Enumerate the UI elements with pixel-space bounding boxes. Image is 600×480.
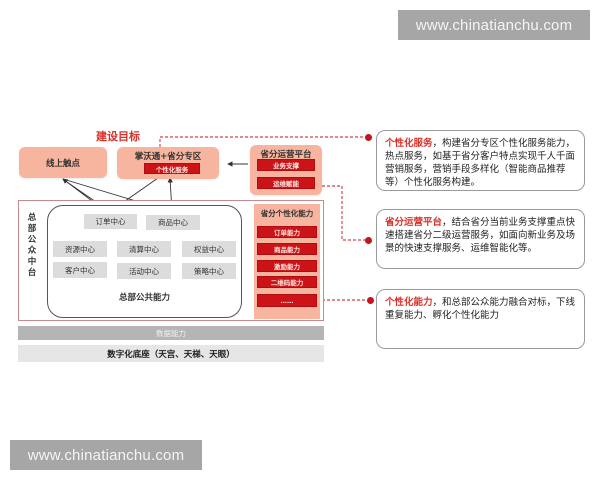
vchar: 中 bbox=[27, 257, 37, 267]
product-capability: 商品能力 bbox=[257, 243, 317, 255]
rights-center: 权益中心 bbox=[182, 241, 236, 257]
online-touchpoint-box: 线上触点 bbox=[19, 147, 107, 178]
public-capability-box bbox=[47, 205, 242, 318]
vchar: 台 bbox=[27, 268, 37, 278]
description-highlight: 省分运营平台 bbox=[385, 217, 443, 228]
online-touchpoint-label: 线上触点 bbox=[45, 158, 80, 169]
incentive-capability: 激励能力 bbox=[257, 260, 317, 272]
vchar: 公 bbox=[27, 235, 37, 245]
qrcode-capability: 二维码能力 bbox=[257, 276, 317, 288]
product-center: 商品中心 bbox=[146, 215, 200, 230]
vchar: 部 bbox=[27, 224, 37, 234]
zhangwotong-box: 掌沃通+省分专区 个性化服务 bbox=[117, 147, 219, 179]
ops-platform-box: 省分运营平台 业务支撑 运维赋能 bbox=[250, 145, 322, 195]
activity-center: 活动中心 bbox=[117, 263, 171, 279]
ops-item-ops-empowerment: 运维赋能 bbox=[257, 177, 315, 189]
description-highlight: 个性化能力 bbox=[385, 297, 433, 308]
clearing-center: 清算中心 bbox=[117, 241, 171, 257]
strategy-center: 策略中心 bbox=[182, 263, 236, 279]
order-capability: 订单能力 bbox=[257, 226, 317, 238]
resource-center: 资源中心 bbox=[53, 241, 107, 257]
customer-center: 客户中心 bbox=[53, 262, 107, 278]
zhangwotong-label: 掌沃通+省分专区 bbox=[134, 152, 202, 162]
public-capability-label: 总部公共能力 bbox=[118, 293, 170, 303]
watermark-bottom-left: www.chinatianchu.com bbox=[10, 440, 202, 470]
vchar: 总 bbox=[27, 213, 37, 223]
description-ops-platform: 省分运营平台，结合省分当前业务支撑重点快速搭建省分二级运营服务，如面向新业务及场… bbox=[376, 209, 585, 269]
connector-dot-3 bbox=[367, 297, 374, 304]
more-capability: …… bbox=[257, 294, 317, 307]
description-text: ，和总部公众能力融合对标，下线重复能力、孵化个性化能力 bbox=[385, 297, 576, 321]
description-highlight: 个性化服务 bbox=[385, 138, 433, 149]
province-capability-label: 省分个性化能力 bbox=[260, 209, 314, 218]
middle-platform-vertical-label: 总 部 公 众 中 台 bbox=[26, 213, 38, 279]
vchar: 众 bbox=[27, 246, 37, 256]
watermark-top-right: www.chinatianchu.com bbox=[398, 10, 590, 40]
description-personalized-capability: 个性化能力，和总部公众能力融合对标，下线重复能力、孵化个性化能力 bbox=[376, 289, 585, 349]
ops-item-business-support: 业务支撑 bbox=[257, 159, 315, 171]
connector-dot-2 bbox=[365, 237, 372, 244]
connector-dot-1 bbox=[365, 134, 372, 141]
digital-base-bar: 数字化底座（天宫、天梯、天眼） bbox=[18, 345, 324, 362]
order-center: 订单中心 bbox=[84, 214, 137, 229]
data-capability-bar: 数据能力 bbox=[18, 326, 324, 340]
description-text: ，结合省分当前业务支撑重点快速搭建省分二级运营服务，如面向新业务及场景的快速支撑… bbox=[385, 217, 576, 254]
diagram-title: 建设目标 bbox=[96, 130, 140, 143]
personalized-service-tag: 个性化服务 bbox=[144, 163, 200, 174]
ops-platform-label: 省分运营平台 bbox=[260, 150, 312, 160]
description-text: ，构建省分专区个性化服务能力，热点服务，如基于省分客户特点实现千人千面营销服务，… bbox=[385, 138, 576, 188]
description-personalized-service: 个性化服务，构建省分专区个性化服务能力，热点服务，如基于省分客户特点实现千人千面… bbox=[376, 130, 585, 191]
